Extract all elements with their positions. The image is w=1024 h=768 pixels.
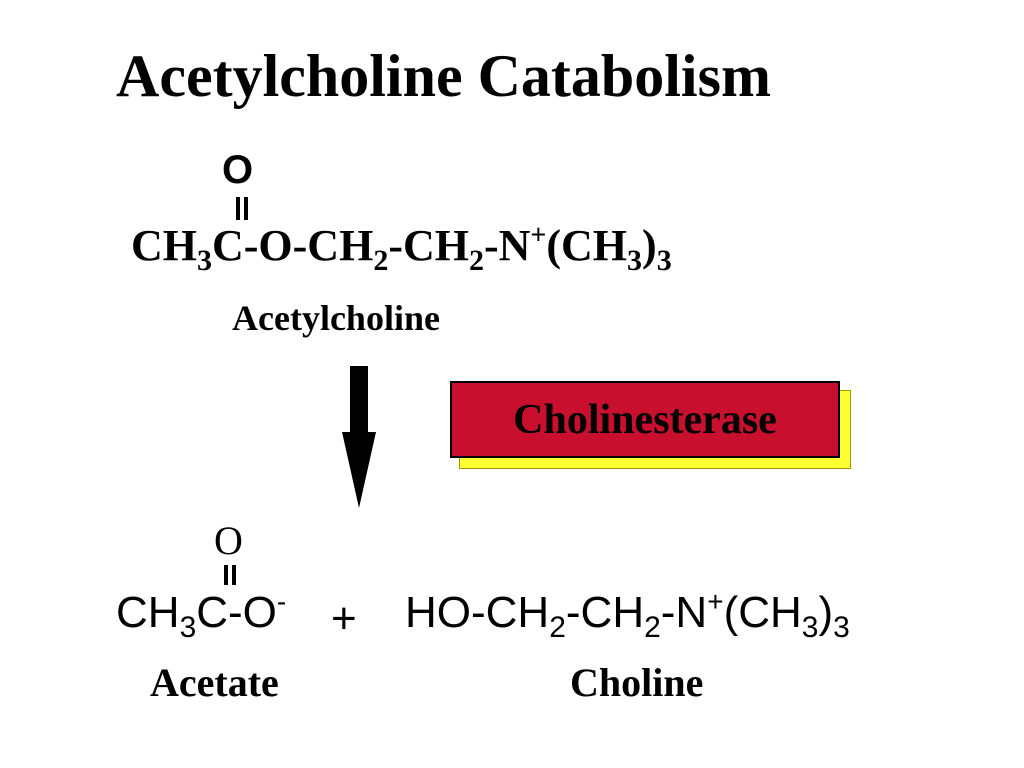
acetylcholine-double-bond-left (236, 197, 240, 220)
enzyme-box: Cholinesterase (450, 381, 840, 458)
formula-superscript: + (530, 220, 547, 251)
acetate-double-bond-left (224, 565, 228, 585)
formula-subscript: 2 (549, 611, 566, 644)
formula-subscript: 3 (833, 611, 850, 644)
formula-subscript: 3 (627, 244, 643, 277)
choline-formula: HO-CH2-CH2-N+(CH3)3 (405, 588, 850, 643)
formula-segment: ) (818, 588, 834, 637)
acetylcholine-carbonyl-oxygen: O (222, 148, 254, 192)
formula-segment: -CH (388, 221, 469, 270)
formula-segment: -N (660, 588, 708, 637)
page-title: Acetylcholine Catabolism (116, 43, 771, 109)
down-arrow-icon (342, 366, 376, 508)
formula-subscript: 3 (656, 244, 672, 277)
formula-segment: CH (116, 588, 180, 637)
formula-superscript: + (707, 586, 724, 617)
enzyme-label: Cholinesterase (513, 396, 777, 443)
formula-subscript: 2 (468, 244, 484, 277)
formula-subscript: 3 (801, 611, 819, 644)
formula-segment: -N (483, 221, 531, 270)
acetate-formula: CH3C-O- (116, 588, 286, 643)
formula-segment: C-O-CH (212, 221, 374, 270)
acetate-label: Acetate (150, 660, 279, 705)
plus-sign: + (331, 594, 357, 643)
formula-subscript: 2 (644, 611, 661, 644)
acetylcholine-formula: CH3C-O-CH2-CH2-N+(CH3)3 (131, 222, 672, 276)
acetylcholine-label: Acetylcholine (232, 298, 440, 338)
formula-subscript: 3 (179, 611, 197, 644)
formula-superscript: - (276, 586, 287, 617)
acetate-double-bond-right (232, 565, 236, 585)
formula-segment: -CH (565, 588, 645, 637)
formula-segment: (CH (723, 588, 802, 637)
formula-segment: C-O (196, 588, 277, 637)
formula-subscript: 3 (197, 244, 212, 277)
formula-segment: (CH (546, 221, 628, 270)
formula-subscript: 2 (373, 244, 389, 277)
formula-segment: CH (131, 221, 197, 270)
acetate-carbonyl-oxygen: O (214, 518, 243, 563)
formula-segment: HO-CH (405, 588, 550, 637)
choline-label: Choline (570, 660, 704, 705)
acetylcholine-double-bond-right (244, 197, 248, 220)
formula-segment: ) (642, 221, 657, 270)
